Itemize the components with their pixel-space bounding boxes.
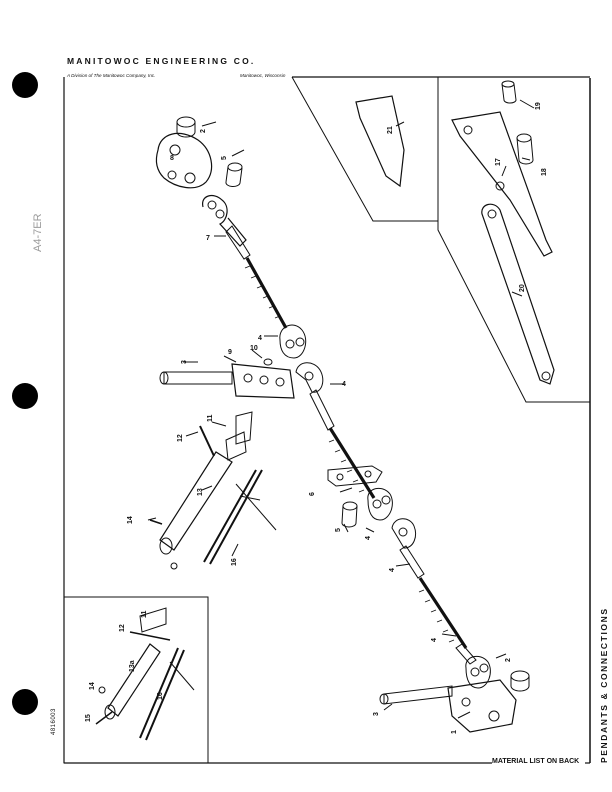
binder-hole-bottom [12,689,38,715]
callout-5: 5 [221,156,228,160]
callout-13: 13 [197,488,204,496]
callout-19: 19 [535,102,542,110]
callout-9: 9 [228,349,232,356]
callout-20: 20 [519,284,526,292]
callout-21: 21 [387,126,394,134]
inset-callout-11: 11 [141,610,148,618]
callout-14: 14 [127,516,134,524]
material-list-note: MATERIAL LIST ON BACK [492,758,580,765]
location-line: Manitowoc, Wisconsin [240,73,286,78]
page-title-vertical: PENDANTS & CONNECTIONS [599,607,609,763]
callout-4-lower: 4 [431,638,438,642]
callout-11: 11 [207,414,214,422]
inset-callout-15: 15 [85,714,92,722]
inset-callout-16: 16 [157,692,164,700]
callout-6: 6 [309,492,316,496]
binder-hole-top [12,72,38,98]
binder-hole-middle [12,383,38,409]
callout-16: 16 [231,558,238,566]
division-line: A Division of The Manitowoc Company, Inc… [67,73,156,78]
document-number: 4816003 [51,708,57,735]
inset-callout-12: 12 [119,624,126,632]
callout-3-lower: 3 [373,712,380,716]
callout-17: 17 [495,158,502,166]
callout-4-eye: 4 [342,381,346,388]
inset-callout-13a: 13a [129,660,136,672]
callout-4-upper: 4 [258,335,262,342]
inset-callout-14: 14 [89,682,96,690]
callout-8: 8 [170,155,174,162]
callout-7: 7 [206,235,210,242]
callout-3-upper: 3 [181,360,188,364]
callout-10: 10 [250,345,258,352]
callout-5-middle: 5 [335,528,342,532]
callout-18: 18 [541,168,548,176]
callout-2: 2 [200,129,207,133]
callout-12: 12 [177,434,184,442]
callout-1: 1 [451,730,458,734]
callout-4-rope: 4 [389,568,396,572]
callout-4-middle: 4 [365,536,372,540]
callout-2-lower: 2 [505,658,512,662]
company-name: MANITOWOC ENGINEERING CO. [67,56,256,66]
